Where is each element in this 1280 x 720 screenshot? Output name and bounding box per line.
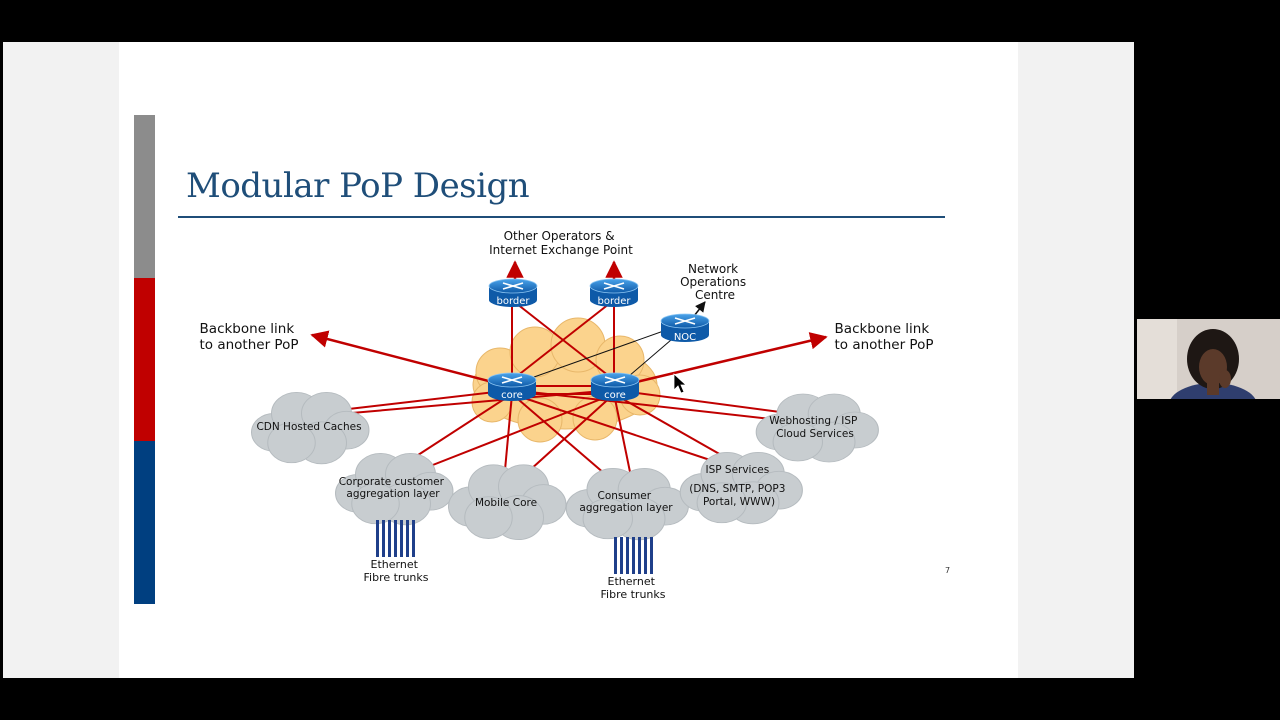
accent-bar-grey: [134, 115, 155, 278]
page-number: 7: [945, 566, 951, 575]
router-core-right: core: [590, 372, 640, 401]
router-border-right-label: border: [597, 296, 631, 307]
router-core-right-label: core: [604, 390, 626, 401]
router-border-left-label: border: [496, 296, 530, 307]
cloud-mobile-label: Mobile Core: [475, 497, 537, 509]
router-noc-label: NOC: [674, 332, 696, 343]
accent-bar-blue: [134, 441, 155, 604]
backbone-right-label: Backbone link to another PoP: [835, 321, 934, 353]
presenter-avatar-icon: [1137, 319, 1280, 399]
slide-title: Modular PoP Design: [186, 166, 530, 206]
fibre-trunks-left: [376, 520, 415, 557]
router-border-left: border: [488, 278, 538, 307]
cloud-corporate-label: Corporate customer aggregation layer: [339, 476, 448, 500]
cloud-isp-label: ISP Services (DNS, SMTP, POP3 Portal, WW…: [689, 464, 788, 508]
ethernet-left-label: Ethernet Fibre trunks: [364, 558, 429, 584]
ethernet-right-label: Ethernet Fibre trunks: [601, 575, 666, 601]
backbone-left-label: Backbone link to another PoP: [200, 321, 299, 353]
top-label: Other Operators & Internet Exchange Poin…: [489, 229, 633, 257]
router-core-left-label: core: [501, 390, 523, 401]
noc-links: [519, 301, 706, 383]
router-border-right: border: [589, 278, 639, 307]
title-rule: [178, 216, 945, 218]
cloud-consumer-label: Consumer aggregation layer: [579, 490, 673, 514]
accent-bar-red: [134, 278, 155, 441]
router-noc: NOC: [660, 313, 710, 343]
cloud-webhosting-label: Webhosting / ISP Cloud Services: [769, 415, 860, 440]
fibre-trunks-right: [614, 537, 653, 574]
noc-label: Network Operations Centre: [680, 262, 750, 302]
router-core-left: core: [487, 372, 537, 401]
webcam-thumbnail[interactable]: [1137, 319, 1280, 399]
mouse-cursor-icon: [673, 373, 688, 394]
cloud-cdn-label: CDN Hosted Caches: [256, 421, 361, 433]
